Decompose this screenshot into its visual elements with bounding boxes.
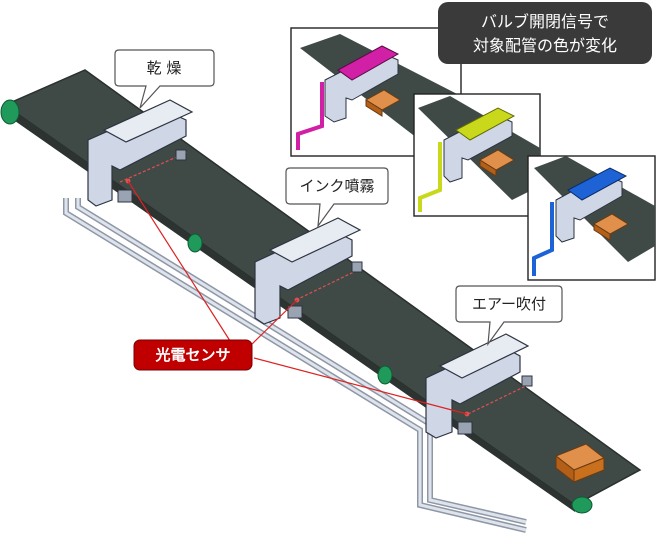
callout-dry: 乾 燥: [114, 49, 215, 109]
callout-ink: インク噴霧: [285, 167, 389, 229]
callout-air: エアー吹付: [455, 285, 563, 347]
label-dry: 乾 燥: [147, 59, 182, 77]
box-icon: [555, 443, 605, 484]
inset-panel-yellow: [413, 93, 541, 217]
note-line-1: バルブ開閉信号で: [481, 12, 609, 31]
note-line-2: 対象配管の色が変化: [473, 36, 617, 55]
station-ink: [254, 217, 363, 325]
sensor-leaders: [127, 180, 468, 415]
station-air: [425, 333, 533, 439]
roller-icon: [0, 99, 20, 125]
main-conveyor: [0, 69, 642, 533]
inset-panel-blue: [527, 155, 656, 281]
station-dry: [87, 99, 194, 207]
label-sensor: 光電センサ: [154, 346, 230, 364]
label-ink: インク噴霧: [299, 177, 374, 195]
label-air: エアー吹付: [472, 295, 546, 313]
callout-sensor: 光電センサ: [133, 339, 253, 371]
callout-note: バルブ開閉信号で 対象配管の色が変化: [438, 2, 652, 64]
